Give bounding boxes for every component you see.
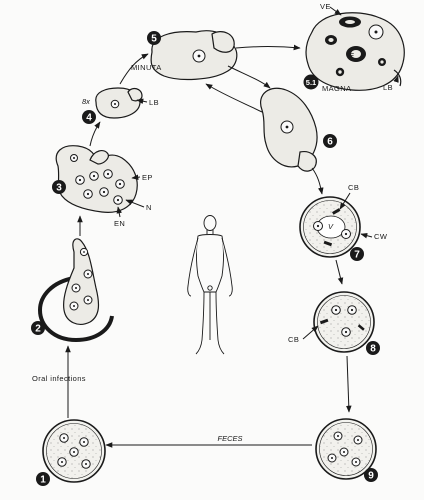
svg-text:9: 9 xyxy=(368,471,374,482)
arrow-6-to-7 xyxy=(311,167,324,195)
arrow-8-to-9 xyxy=(345,355,352,413)
arrow-5-to-6 xyxy=(227,65,271,89)
stage-9-badge: 9 xyxy=(364,468,378,482)
stage-6-trophozoite xyxy=(260,87,318,172)
oral-infections-label: Oral infections xyxy=(32,374,86,383)
stage-6-badge: 6 xyxy=(323,134,337,148)
en-label: EN xyxy=(114,219,125,228)
arrow-5-to-5-1 xyxy=(235,44,301,51)
svg-text:3: 3 xyxy=(56,183,62,194)
cb-8-label: CB xyxy=(288,335,299,344)
human-host-figure xyxy=(187,215,233,355)
arrow-7-to-8 xyxy=(335,259,344,285)
svg-text:2: 2 xyxy=(35,324,41,335)
arrow-6-to-5 xyxy=(205,83,263,113)
svg-text:4: 4 xyxy=(86,113,92,124)
minuta-label: MINUTA xyxy=(131,63,162,72)
stage-7-badge: 7 xyxy=(350,247,364,261)
svg-text:5: 5 xyxy=(151,34,157,45)
svg-text:1: 1 xyxy=(40,475,46,486)
svg-text:7: 7 xyxy=(354,250,360,261)
svg-text:5.1: 5.1 xyxy=(306,78,316,87)
feces-label: FECES xyxy=(217,434,242,443)
arrow-3-to-4 xyxy=(89,121,101,147)
lb-4-label: LB xyxy=(149,98,159,107)
ep-label: EP xyxy=(142,173,153,182)
lb-magna-label: LB xyxy=(383,83,393,92)
stage-2-excystation xyxy=(37,238,114,343)
svg-text:8: 8 xyxy=(370,344,376,355)
cw-label: CW xyxy=(374,232,388,241)
stage-9-mature-cyst xyxy=(315,418,377,480)
arrow-4-to-5 xyxy=(119,53,149,85)
stage-3-precyst xyxy=(55,145,138,213)
svg-text:6: 6 xyxy=(327,137,333,148)
stage-5-1-magna-trophozoite xyxy=(305,12,405,91)
stage-5-1-badge: 5.1 xyxy=(303,74,319,90)
e-label: E xyxy=(349,51,354,60)
magnification-label: 8x xyxy=(82,97,90,106)
stage-4-trophozoite xyxy=(95,87,143,119)
stage-3-badge: 3 xyxy=(52,180,66,194)
n-label: N xyxy=(146,203,152,212)
stage-4-badge: 4 xyxy=(82,110,96,124)
v-label: V xyxy=(328,222,334,231)
stage-8-cyst xyxy=(313,291,375,353)
stage-2-badge: 2 xyxy=(31,321,45,335)
stage-1-badge: 1 xyxy=(36,472,50,486)
cb-7-label: CB xyxy=(348,183,359,192)
stage-7-cyst xyxy=(299,196,361,258)
stage-1-ingested-cyst xyxy=(42,419,106,483)
stage-5-minuta-trophozoite xyxy=(150,30,238,81)
stage-8-badge: 8 xyxy=(366,341,380,355)
ve-label: VE xyxy=(320,2,331,11)
magna-label: MAGNA xyxy=(322,84,352,93)
stage-5-badge: 5 xyxy=(147,31,161,45)
